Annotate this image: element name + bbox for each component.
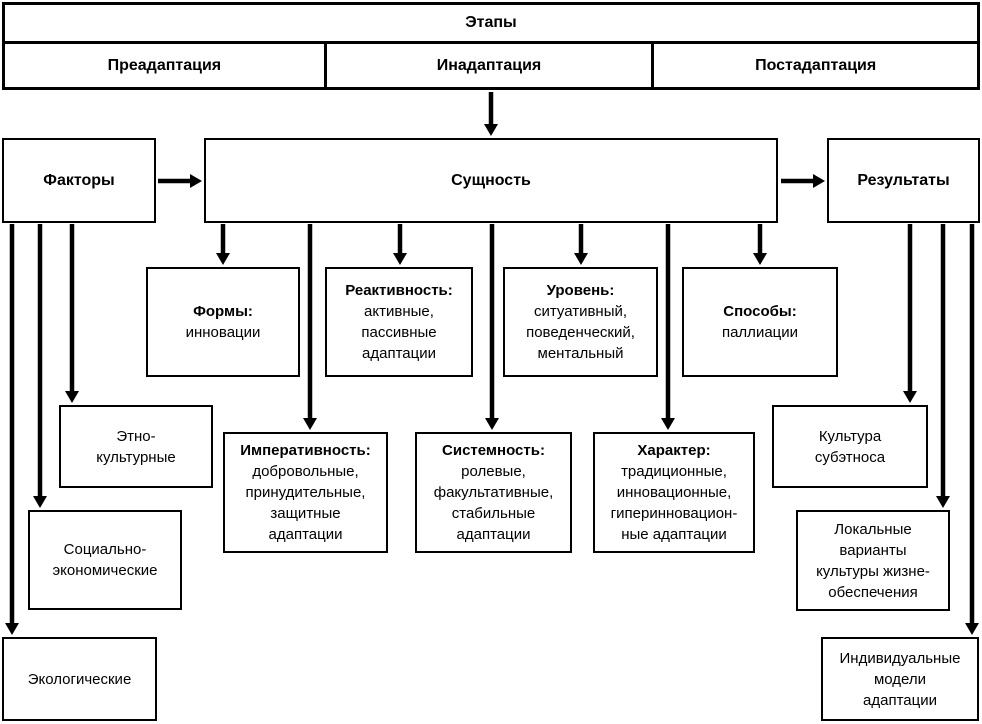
- aspect-box-character: Характер: традиционные, инновационные, г…: [593, 432, 755, 553]
- factor-box-socioeconomic: Социально- экономические: [28, 510, 182, 610]
- aspect-body: инновации: [185, 324, 261, 341]
- result-label: Локальные варианты культуры жизне- обесп…: [816, 520, 930, 601]
- aspect-box-reactivity: Реактивность: активные, пассивные адапта…: [325, 267, 473, 377]
- stages-row: Преадаптация Инадаптация Постадаптация: [5, 44, 977, 87]
- result-box-local-variants: Локальные варианты культуры жизне- обесп…: [796, 510, 950, 611]
- stages-header: Этапы: [5, 5, 977, 44]
- stage-cell-inadaptation: Инадаптация: [327, 44, 655, 87]
- results-label: Результаты: [857, 172, 950, 189]
- aspect-title: Способы:: [723, 303, 797, 320]
- factor-label: Экологические: [27, 670, 132, 688]
- factor-box-ecological: Экологические: [2, 637, 157, 721]
- aspect-title: Формы:: [193, 303, 253, 320]
- aspect-body: ситуативный, поведенческий, ментальный: [526, 303, 635, 362]
- aspect-title: Реактивность:: [345, 282, 453, 299]
- aspect-box-imperativeness: Императивность: добровольные, принудител…: [223, 432, 388, 553]
- factor-label: Этно- культурные: [96, 427, 176, 466]
- aspect-body: ролевые, факультативные, стабильные адап…: [433, 463, 554, 543]
- factor-box-ethnocultural: Этно- культурные: [59, 405, 213, 488]
- aspect-title: Императивность:: [240, 442, 371, 459]
- results-box: Результаты: [827, 138, 980, 223]
- aspect-box-methods: Способы: паллиации: [682, 267, 838, 377]
- aspect-body: паллиации: [721, 324, 799, 341]
- stage-cell-preadaptation: Преадаптация: [5, 44, 327, 87]
- factor-label: Социально- экономические: [52, 541, 158, 579]
- result-label: Индивидуальные модели адаптации: [839, 649, 961, 709]
- result-box-individual-models: Индивидуальные модели адаптации: [821, 637, 979, 721]
- aspect-box-systemic: Системность: ролевые, факультативные, ст…: [415, 432, 572, 553]
- aspect-title: Системность:: [442, 442, 545, 459]
- aspect-title: Характер:: [637, 442, 711, 459]
- result-label: Культура субэтноса: [814, 427, 886, 466]
- result-box-subethnos-culture: Культура субэтноса: [772, 405, 928, 488]
- factors-label: Факторы: [43, 172, 115, 189]
- aspect-body: активные, пассивные адаптации: [361, 303, 437, 362]
- stages-table: Этапы Преадаптация Инадаптация Постадапт…: [2, 2, 980, 90]
- aspect-box-level: Уровень: ситуативный, поведенческий, мен…: [503, 267, 658, 377]
- aspect-box-forms: Формы: инновации: [146, 267, 300, 377]
- stage-cell-postadaptation: Постадаптация: [755, 56, 877, 74]
- essence-box: Сущность: [204, 138, 778, 223]
- aspect-body: традиционные, инновационные, гипериннова…: [610, 463, 738, 543]
- factors-box: Факторы: [2, 138, 156, 223]
- aspect-title: Уровень:: [546, 282, 615, 299]
- aspect-body: добровольные, принудительные, защитные а…: [245, 463, 366, 543]
- essence-label: Сущность: [451, 172, 531, 189]
